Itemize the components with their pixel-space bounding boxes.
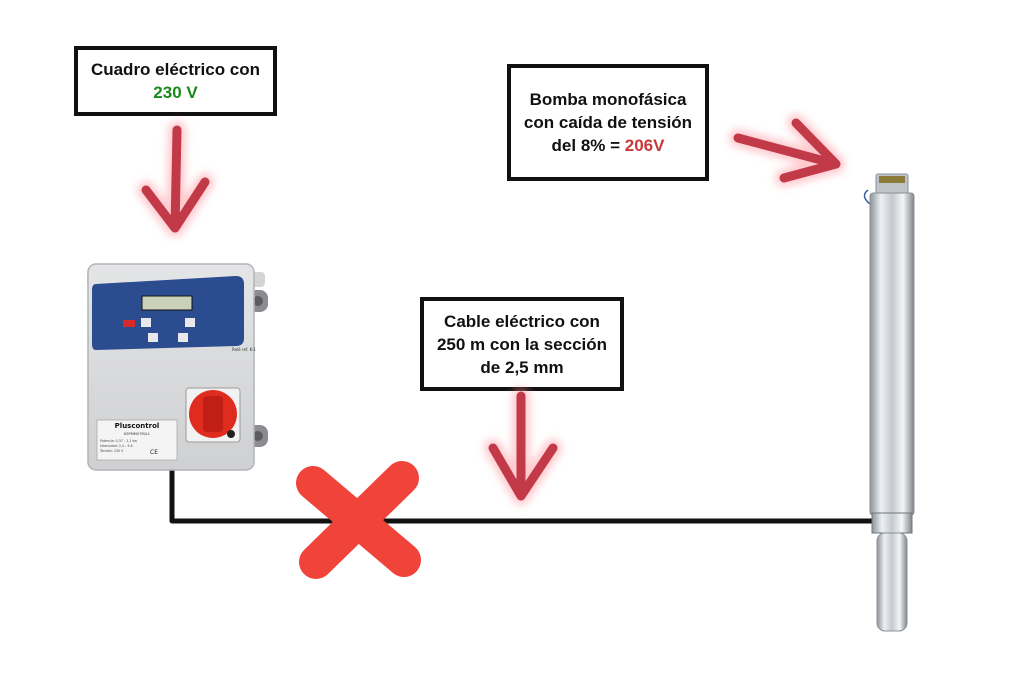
- panel-model-tag: Relé ref. K-1: [232, 347, 256, 352]
- control-box: [87, 263, 268, 471]
- callout-control-box-text: Cuadro eléctrico con: [90, 60, 261, 79]
- callout-control-box: Cuadro eléctrico con 230 V: [74, 46, 277, 116]
- panel-spec-1: Potencia: 0,37 – 1,1 kw: [100, 439, 137, 443]
- callout-pump-line3-prefix: del 8% =: [551, 136, 625, 155]
- callout-cable-line3: de 2,5 mm: [480, 357, 564, 377]
- panel-spec-2: Intensidad: 2,4 – 9 A: [100, 444, 134, 448]
- submersible-pump: [863, 173, 915, 632]
- callout-cable-line2: 250 m con la sección: [436, 334, 608, 354]
- arrow-to-pump: [729, 114, 845, 187]
- arrow-to-cable: [484, 387, 562, 505]
- cross-icon: [296, 461, 421, 579]
- panel-serial: KSPMM07M/L1: [124, 432, 150, 436]
- callout-pump-line1: Bomba monofásica: [529, 90, 687, 109]
- panel-ce-mark: CE: [150, 449, 158, 456]
- callout-cable-line1: Cable eléctrico con: [444, 311, 600, 331]
- callout-pump-line3: del 8% = 206V: [552, 134, 665, 157]
- panel-spec-3: Tensión: 230 V: [99, 449, 124, 453]
- arrow-to-control-box: [137, 121, 214, 237]
- pump-voltage: 206V: [624, 136, 665, 155]
- panel-brand-label: Pluscontrol: [115, 422, 160, 430]
- callout-cable: Cable eléctrico con 250 m con la sección…: [420, 297, 624, 391]
- control-box-voltage: 230 V: [153, 83, 198, 102]
- callout-pump: Bomba monofásica con caída de tensión de…: [507, 64, 709, 181]
- power-cable: [169, 470, 880, 524]
- callout-pump-line2: con caída de tensión: [523, 113, 693, 132]
